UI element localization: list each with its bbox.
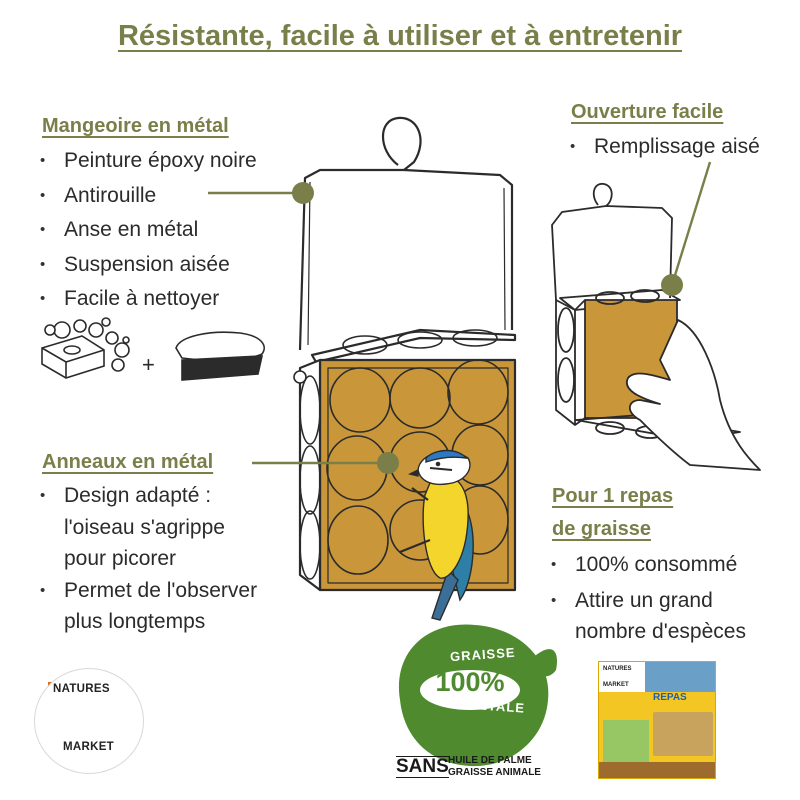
sans-line-2: GRAISSE ANIMALE [448,767,541,778]
list-item: Design adapté : l'oiseau s'agrippe pour … [40,480,257,575]
badge-percent: 100% [435,667,505,697]
sans-word: SANS [396,756,449,778]
feeder-list: Peinture époxy noire Antirouille Anse en… [40,144,257,317]
logo-line-2: MARKET [63,741,114,753]
opening-heading: Ouverture facile [571,101,724,123]
list-item-line: 100% consommé [575,553,738,576]
bird-cap [425,449,468,463]
sans-line-1: HUILE DE PALME [448,755,532,766]
bird [399,449,474,621]
meal-heading-line2: de graisse [552,518,651,540]
list-item: Remplissage aisé [570,130,760,165]
rings-list: Design adapté : l'oiseau s'agrippe pour … [40,480,257,638]
list-item: Permet de l'observer plus longtemps [40,575,257,638]
product-package: NATURES MARKET REPAS [598,661,716,779]
hand [625,319,761,471]
badge-vegetable-fat [398,624,557,767]
soap-icon [41,317,130,379]
package-features [603,720,649,764]
feeder-heading: Mangeoire en métal [42,115,229,137]
list-item: Peinture époxy noire [40,144,257,179]
list-item: Suspension aisée [40,248,257,283]
package-seeds [599,762,715,778]
hanging-loop [382,116,422,171]
package-birds-photo [645,662,715,692]
list-item: Antirouille [40,179,257,214]
list-item: Attire un grand nombre d'espèces [551,585,746,648]
bird-tail [431,568,459,621]
package-name: REPAS [653,692,687,703]
list-item: 100% consommé [551,549,746,581]
connector-dots [292,182,683,474]
package-fat-block [653,712,713,756]
main-feeder [298,116,517,592]
fat-block [318,358,517,592]
brush-icon [175,331,265,381]
logo-line-1: NATURES [53,683,110,695]
opening-list: Remplissage aisé [570,130,760,165]
package-brand-2: MARKET [603,682,629,688]
list-item: Facile à nettoyer [40,282,257,317]
list-item-line: pour picorer [64,547,177,570]
list-item: Anse en métal [40,213,257,248]
list-item-line: Design adapté : [64,484,212,507]
list-item-line: Attire un grand [575,588,713,612]
brand-logo: NATURES MARKET [34,668,144,774]
list-item-line: l'oiseau s'agrippe [64,515,225,539]
page-title-text: Résistante, facile à utiliser et à entre… [117,20,683,52]
page-title: Résistante, facile à utiliser et à entre… [0,20,800,53]
meal-heading-line1: Pour 1 repas [552,485,674,507]
open-feeder [551,183,761,471]
plus-sign: + [142,352,155,377]
list-item-line: plus longtemps [64,610,206,633]
list-item-line: Permet de l'observer [64,578,258,602]
meal-list: 100% consommé Attire un grand nombre d'e… [551,549,746,648]
rings-heading: Anneaux en métal [42,451,214,473]
metal-handle [298,168,514,351]
package-brand-1: NATURES [603,666,632,672]
list-item-line: nombre d'espèces [575,620,746,643]
